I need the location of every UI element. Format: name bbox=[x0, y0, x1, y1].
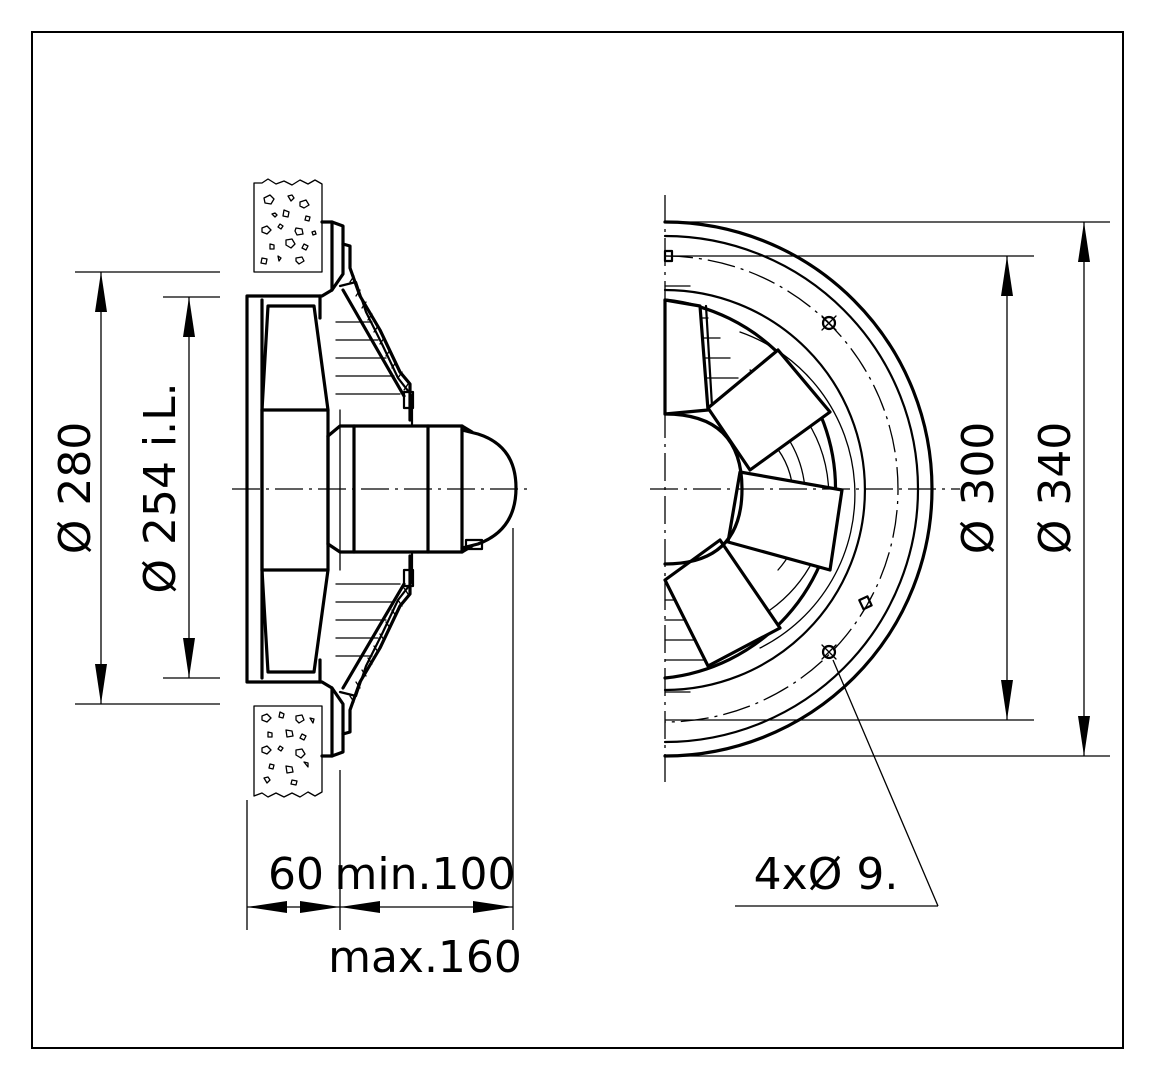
dim-inner-diameter-label: Ø 254 i.L. bbox=[135, 382, 186, 593]
dim-max-depth-label: max.160 bbox=[328, 932, 522, 983]
dim-wall-thickness-label: 60 bbox=[268, 849, 324, 900]
grille-lines bbox=[335, 321, 401, 657]
side-view: Ø 280 Ø 254 i.L. 60 min.100 max.160 bbox=[50, 178, 530, 983]
dim-ring-300: Ø 300 bbox=[665, 255, 1034, 721]
mount-holes bbox=[663, 249, 873, 660]
wall-section-bottom bbox=[253, 705, 323, 798]
dim-ring-340-label: Ø 340 bbox=[1030, 422, 1081, 555]
dim-inner-diameter: Ø 254 i.L. bbox=[135, 296, 220, 679]
dim-outer-ring: Ø 280 bbox=[50, 271, 220, 705]
dim-ring-300-label: Ø 300 bbox=[953, 422, 1004, 555]
flange-top bbox=[330, 220, 345, 292]
wall-section-top bbox=[253, 178, 323, 273]
dim-mount-holes: 4xØ 9. bbox=[735, 659, 939, 907]
dim-outer-ring-label: Ø 280 bbox=[50, 422, 101, 555]
flange-bottom bbox=[330, 686, 345, 758]
dim-min-depth-label: min.100 bbox=[335, 849, 516, 900]
dim-depth: 60 min.100 max.160 bbox=[246, 528, 522, 983]
fan-blades bbox=[663, 298, 844, 668]
guard-lower bbox=[341, 554, 412, 736]
drawing-frame bbox=[31, 31, 1124, 1049]
blade-profile bbox=[260, 304, 330, 674]
guard-upper bbox=[341, 242, 412, 422]
dim-mount-holes-label: 4xØ 9. bbox=[754, 849, 899, 900]
dim-ring-340: Ø 340 bbox=[665, 221, 1110, 757]
bolt-circle bbox=[664, 255, 899, 723]
front-view: Ø 300 Ø 340 4xØ 9. bbox=[650, 195, 1110, 907]
